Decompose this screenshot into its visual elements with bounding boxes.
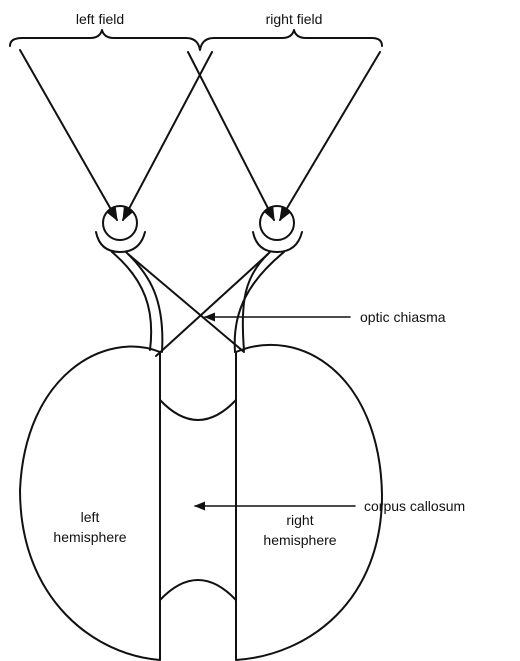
left-hemisphere-label-line2: hemisphere	[53, 529, 126, 545]
right-field-label: right field	[266, 11, 323, 27]
right-hemisphere-label-line2: hemisphere	[263, 532, 336, 548]
optic-chiasma-label: optic chiasma	[360, 309, 446, 325]
right-eye	[253, 206, 302, 252]
right-hemisphere-label-line1: right	[286, 512, 313, 528]
right-hemisphere	[236, 345, 382, 660]
optic-chiasma	[128, 254, 268, 356]
left-hemisphere	[20, 347, 160, 660]
left-eye	[96, 206, 145, 252]
corpus-callosum-label: corpus callosum	[364, 498, 465, 514]
corpus-callosum	[160, 400, 236, 600]
visual-field-brace	[10, 30, 382, 50]
optic-nerves	[112, 252, 284, 352]
visual-rays	[20, 50, 380, 220]
left-hemisphere-label-line1: left	[81, 509, 100, 525]
left-field-label: left field	[76, 11, 124, 27]
